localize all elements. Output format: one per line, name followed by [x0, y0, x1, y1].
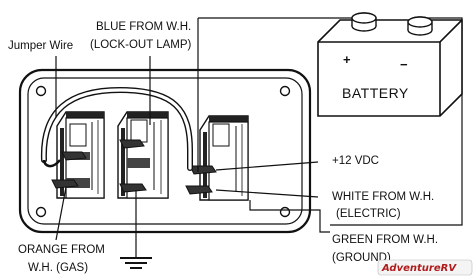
battery-icon [317, 12, 463, 117]
label-green-wire-line1: GREEN FROM W.H. [332, 234, 438, 246]
battery-label: BATTERY [342, 85, 409, 101]
rocker-switch-lockout [117, 111, 169, 199]
leader-white-wire [215, 189, 319, 198]
jumper-wire [40, 86, 193, 171]
ground-symbol-icon [120, 257, 152, 269]
mounting-screw-hole [35, 206, 47, 218]
label-orange-wire-line1: ORANGE FROM [18, 244, 105, 256]
label-green-wire-line2: (GROUND) [332, 252, 391, 264]
battery-plus-sign: + [343, 52, 351, 67]
mounting-screw-hole [279, 85, 291, 97]
battery-minus-sign: − [400, 57, 408, 72]
label-white-wire-line2: (ELECTRIC) [336, 208, 401, 220]
label-white-wire-line1: WHITE FROM W.H. [332, 191, 434, 203]
terminal-gas-top [61, 151, 87, 161]
terminal-gas-bottom [51, 179, 79, 189]
leader-orange-wire [55, 186, 67, 241]
mounting-screw-hole [35, 85, 47, 97]
label-jumper-wire: Jumper Wire [8, 40, 73, 52]
label-orange-wire-line2: W.H. (GAS) [28, 262, 88, 274]
leader-12v [215, 161, 319, 171]
adventurerv-logo: AdventureRV [377, 259, 473, 276]
label-12vdc: +12 VDC [332, 155, 379, 167]
terminal-electric [185, 185, 213, 195]
wire-ground-chassis [249, 200, 330, 233]
label-blue-wire-line1: BLUE FROM W.H. [96, 21, 191, 33]
mounting-screw-hole [279, 206, 291, 218]
logo-text: AdventureRV [381, 263, 457, 274]
rocker-switch-electric [199, 115, 249, 201]
switch-terminals [51, 139, 217, 195]
label-blue-wire-line2: (LOCK-OUT LAMP) [90, 39, 192, 51]
terminal-lockout-top [119, 139, 145, 149]
terminal-12v [189, 165, 217, 175]
terminal-lockout-bottom [119, 183, 147, 193]
